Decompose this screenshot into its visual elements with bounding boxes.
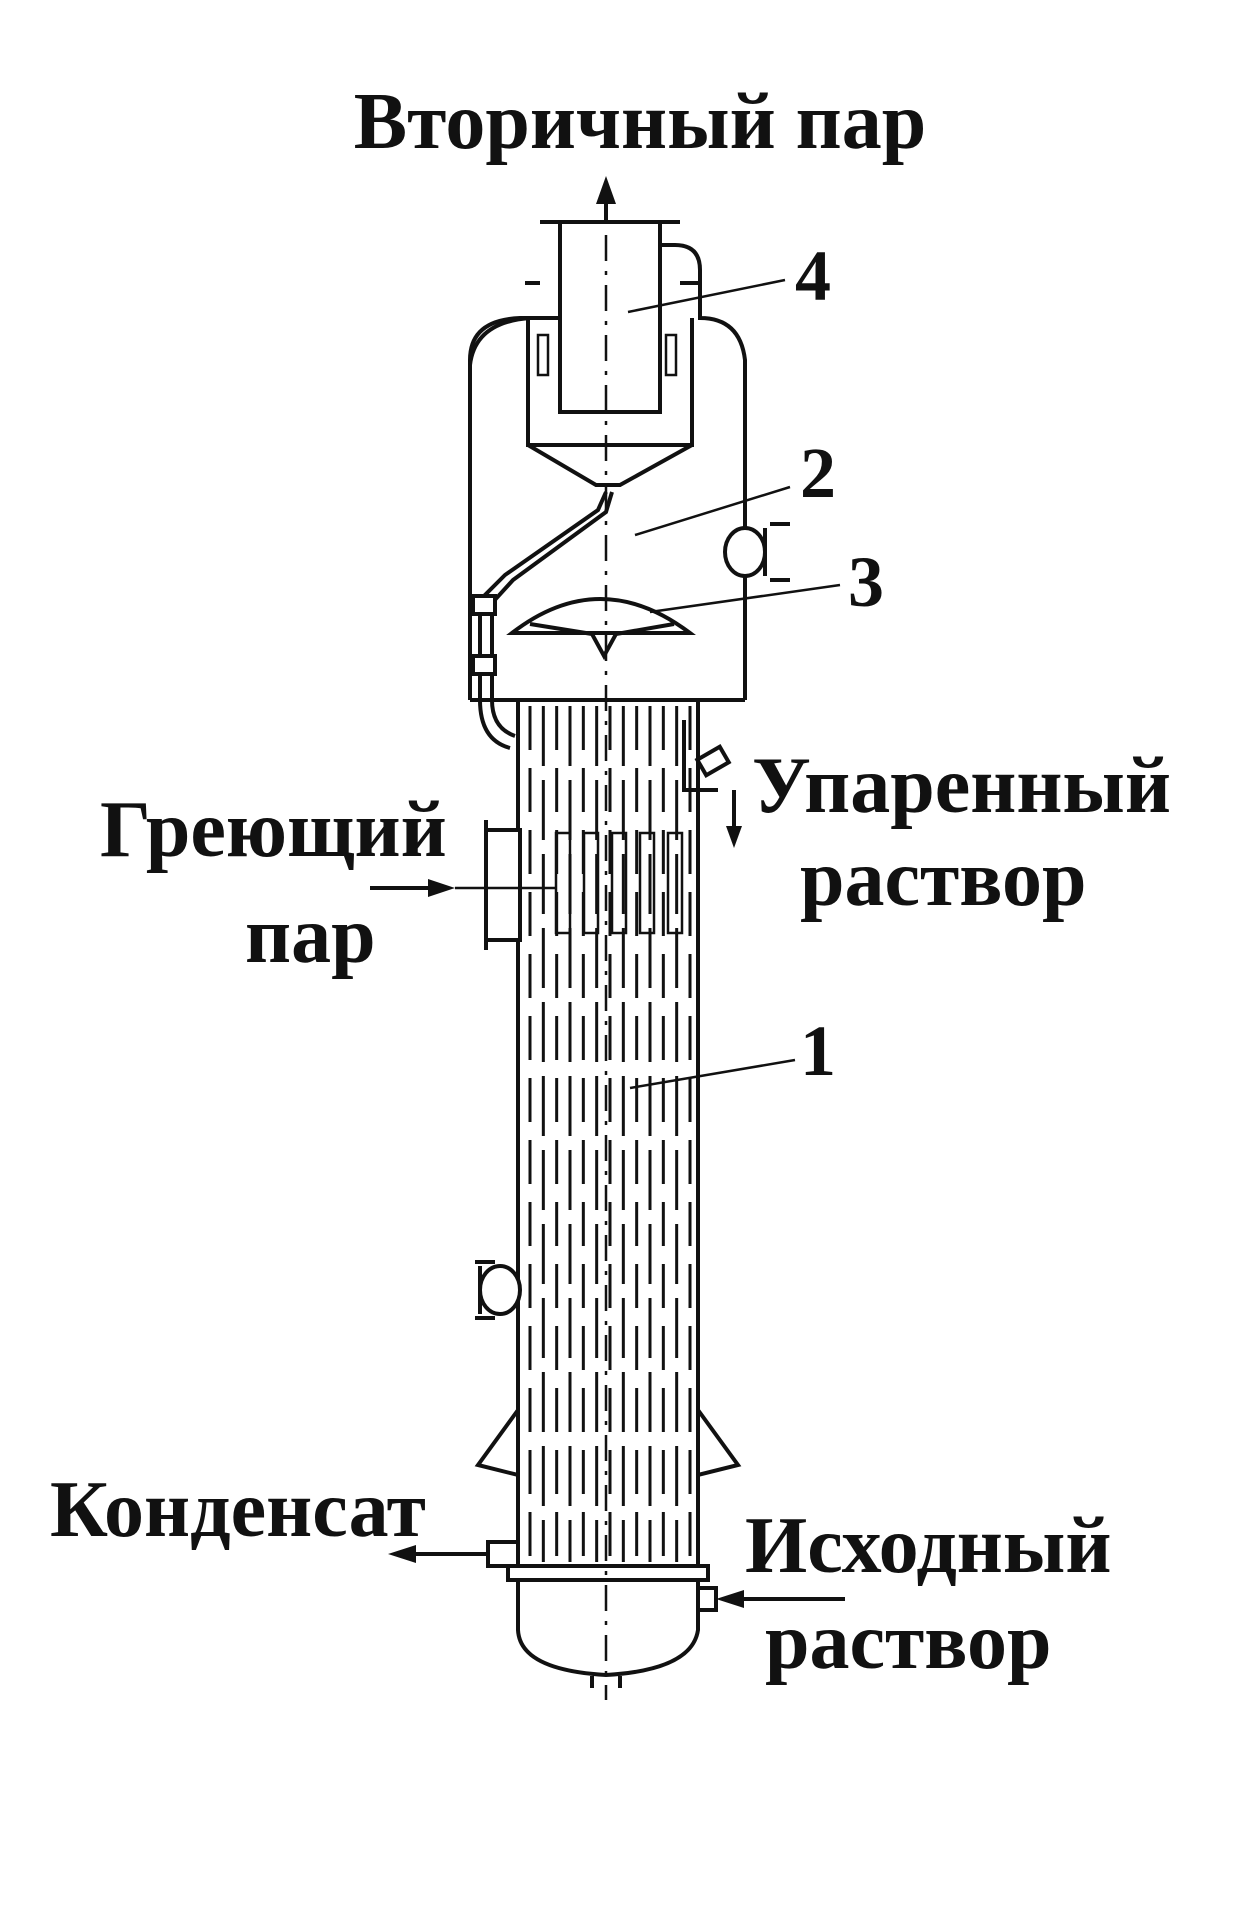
heating-steam-label-line1: Греющий [100, 786, 447, 874]
secondary-steam-outlet-pipe [558, 220, 662, 414]
initial-solution-label-line2: раствор [765, 1598, 1051, 1686]
bottom-head [516, 1578, 718, 1688]
droplet-separator [526, 318, 694, 447]
evaporated-solution-label-line2: раствор [800, 835, 1086, 923]
label-2: 2 [800, 433, 836, 513]
heating-steam-label-line2: пар [245, 892, 376, 980]
separator-vessel [468, 220, 790, 750]
evaporated-outlet [682, 720, 742, 848]
feed-inlet-nozzle [696, 1586, 718, 1612]
heating-chamber [474, 698, 742, 1582]
label-4: 4 [795, 236, 831, 316]
inspection-hatch-bottom [475, 1260, 522, 1320]
condensate-label: Конденсат [50, 1466, 426, 1554]
support-right [696, 1403, 742, 1478]
label-1: 1 [800, 1011, 836, 1091]
inspection-hatch-top [723, 522, 790, 582]
condensate-nozzle [486, 1540, 520, 1568]
heating-steam-arrow [370, 879, 556, 897]
secondary-steam-title: Вторичный пар [354, 78, 927, 166]
leader-lines [627, 278, 841, 1090]
condensate-arrow [388, 1545, 488, 1563]
drain-pipe [478, 491, 608, 750]
evaporated-solution-label-line1: Упаренный [752, 742, 1171, 830]
initial-solution-label-line1: Исходный [745, 1502, 1111, 1590]
deflector-umbrella [506, 597, 696, 635]
feed-arrow [716, 1590, 845, 1608]
label-3: 3 [848, 542, 884, 622]
steam-distribution-slots [554, 831, 684, 935]
support-left [474, 1403, 520, 1478]
steam-inlet-nozzle [484, 828, 522, 942]
